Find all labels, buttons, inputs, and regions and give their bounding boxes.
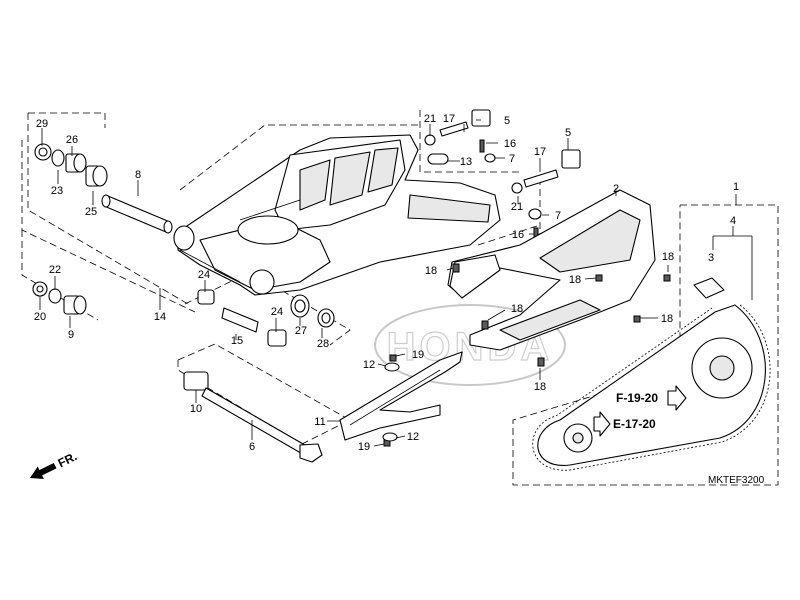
callout-29: 29 (36, 118, 48, 130)
callout-5-upper: 5 (504, 115, 510, 127)
reference-arrow-icon (667, 385, 687, 411)
adjuster-hardware (424, 109, 581, 239)
callout-13: 13 (460, 156, 472, 168)
callout-20: 20 (34, 311, 46, 323)
callout-28: 28 (317, 338, 329, 350)
callout-18-f: 18 (534, 381, 546, 393)
callout-18-e: 18 (661, 313, 673, 325)
callout-10: 10 (190, 403, 202, 415)
front-arrow-icon (30, 463, 57, 480)
callout-15: 15 (231, 335, 243, 347)
callout-21-upper: 21 (424, 113, 436, 125)
callout-12-lower: 12 (407, 431, 419, 443)
reference-label-e: E-17-20 (613, 417, 656, 431)
callout-19-lower: 19 (358, 441, 370, 453)
callout-6: 6 (249, 441, 255, 453)
front-direction-indicator: FR. (30, 449, 80, 480)
callout-17-lower: 17 (534, 146, 546, 158)
callout-22: 22 (49, 264, 61, 276)
bearings-left (32, 143, 173, 315)
callout-18-a: 18 (425, 265, 437, 277)
callout-7-lower: 7 (555, 210, 561, 222)
callout-17-upper: 17 (443, 113, 455, 125)
leader-lines (39, 119, 753, 447)
callout-5-lower: 5 (565, 127, 571, 139)
callout-23: 23 (51, 185, 63, 197)
chain-cover (447, 189, 656, 351)
callout-18-c: 18 (662, 251, 674, 263)
callout-21-lower: 21 (511, 201, 523, 213)
callout-19-upper: 19 (412, 349, 424, 361)
callout-7-upper: 7 (509, 153, 515, 165)
callout-25: 25 (85, 206, 97, 218)
callout-2: 2 (613, 183, 619, 195)
reference-label-f: F-19-20 (616, 391, 658, 405)
callout-18-d: 18 (511, 303, 523, 315)
callout-4: 4 (730, 215, 736, 227)
reference-e-17-20: E-17-20 (593, 411, 656, 437)
chain-guide (339, 351, 463, 441)
callout-24-upper: 24 (198, 269, 210, 281)
callout-27: 27 (295, 325, 307, 337)
diagram-code: MKTEF3200 (708, 475, 765, 486)
front-label: FR. (56, 449, 80, 470)
callout-3: 3 (708, 252, 714, 264)
callout-8: 8 (135, 169, 141, 181)
pivot-parts (183, 289, 335, 463)
callout-24-lower: 24 (271, 306, 283, 318)
callout-18-b: 18 (569, 274, 581, 286)
callout-16-lower: 16 (512, 229, 524, 241)
callout-16-upper: 16 (504, 138, 516, 150)
callout-1: 1 (733, 181, 739, 193)
swingarm (173, 134, 501, 296)
callout-12-upper: 12 (363, 359, 375, 371)
callout-14: 14 (154, 311, 166, 323)
callout-11: 11 (314, 416, 325, 428)
reference-f-19-20: F-19-20 (616, 385, 687, 411)
callout-26: 26 (66, 134, 78, 146)
callout-labels: 29 26 23 25 8 22 20 9 14 24 24 15 27 28 … (34, 113, 739, 453)
bolts (382, 263, 671, 447)
reference-arrow-icon (593, 411, 611, 437)
callout-9: 9 (68, 329, 74, 341)
